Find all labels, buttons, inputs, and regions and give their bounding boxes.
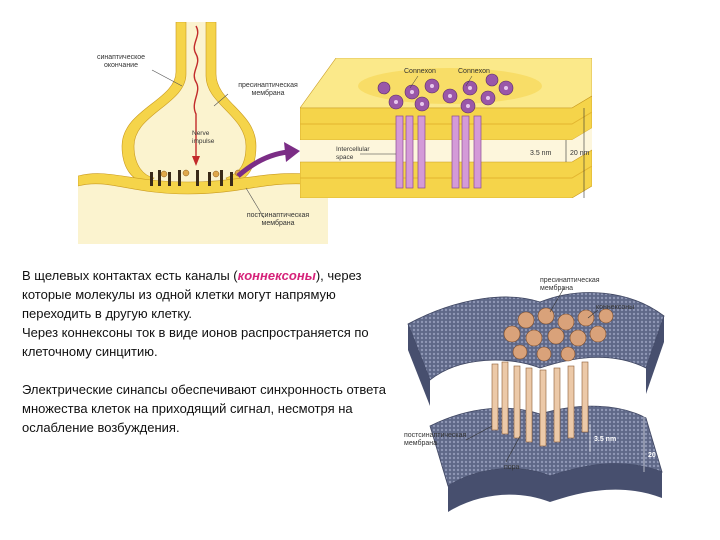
label-postsynaptic-membrane-top: постсинаптическая мембрана [238, 212, 318, 228]
label-presynaptic-membrane-top: пресинаптическая мембрана [228, 82, 308, 98]
gap-junction-block-figure [300, 58, 592, 198]
label-nerve-impulse: Nerve impulse [192, 130, 232, 146]
body-text: В щелевых контактах есть каналы (коннекс… [22, 266, 394, 437]
membrane-3d-figure [400, 276, 700, 522]
label-presynaptic-membrane-bottom: пресинаптическая мембрана [540, 277, 600, 293]
label-synaptic-ending: синаптическое окончание [86, 54, 156, 70]
highlight-connexons: коннексоны [238, 268, 316, 283]
paragraph-current: Через коннексоны ток в виде ионов распро… [22, 323, 394, 361]
paragraph-channels: В щелевых контактах есть каналы (коннекс… [22, 266, 394, 323]
connexon-channels-3d [492, 362, 588, 446]
label-gap-width-bottom: 3.5 nm [594, 436, 616, 444]
label-connexon-2: Connexon [458, 68, 490, 76]
label-total-width-top: 20 nm [570, 150, 589, 158]
magnify-arrow [236, 140, 302, 182]
label-connexon-1: Connexon [404, 68, 436, 76]
label-total-width-bottom: 20 nm [648, 452, 668, 460]
paragraph-electrical-synapses: Электрические синапсы обеспечивают синхр… [22, 380, 394, 437]
label-postsynaptic-membrane-bottom: постсинаптическая мембрана [404, 432, 466, 448]
label-gap-width-top: 3.5 nm [530, 150, 551, 158]
label-pore: пора [504, 464, 519, 472]
label-connexons-bottom: коннексоны [596, 304, 634, 312]
label-intercellular-space: Intercellular space [336, 146, 370, 162]
